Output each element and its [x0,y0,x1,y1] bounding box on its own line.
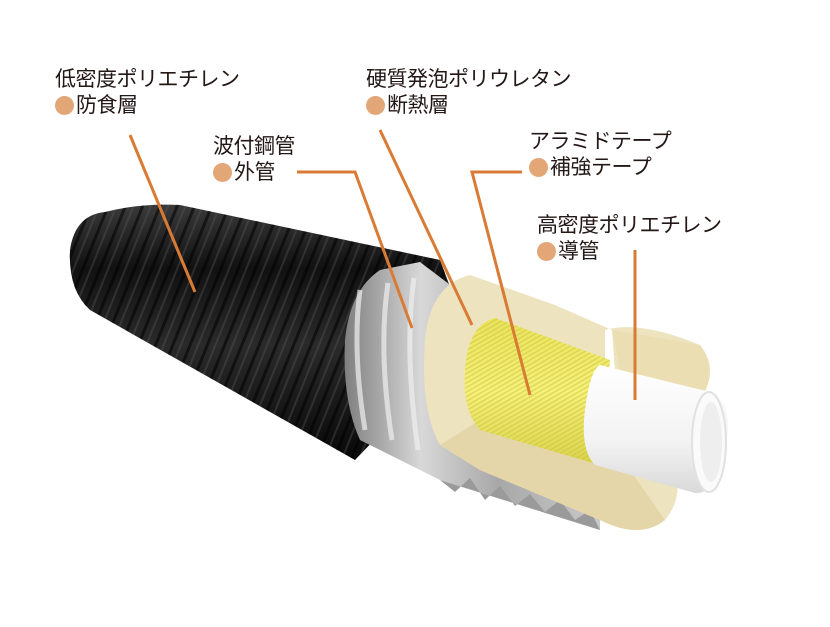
bullet-dot-icon [537,241,556,261]
label-reinforcing-tape: アラミドテープ 補強テープ [529,128,672,180]
layer-role: 防食層 [76,93,138,117]
leader-line-anticorrosion [128,134,197,293]
bullet-dot-icon [213,162,232,182]
leader-line-outer-pipe [297,170,414,329]
carrier-pipe-shape [583,365,728,494]
leader-line-reinforcing-tape [470,170,532,396]
layer-role: 導管 [558,239,600,263]
leader-lines [128,129,637,400]
material-name: 波付鋼管 [213,134,296,158]
layer-role: 補強テープ [550,155,652,179]
bullet-dot-icon [55,95,74,115]
material-name: 高密度ポリエチレン [537,213,722,237]
bullet-dot-icon [366,95,385,115]
label-outer-pipe: 波付鋼管 外管 [213,133,296,185]
material-name: 硬質発泡ポリウレタン [366,67,572,91]
leader-line-insulation [378,129,474,326]
bullet-dot-icon [529,157,548,177]
material-name: 低密度ポリエチレン [55,67,240,91]
material-name: アラミドテープ [529,129,672,153]
label-anticorrosion-layer: 低密度ポリエチレン 防食層 [55,66,240,118]
layer-role: 断熱層 [387,93,449,117]
reinforcing-tape-shape [464,318,610,465]
label-insulation-layer: 硬質発泡ポリウレタン 断熱層 [366,66,572,118]
layer-role: 外管 [234,160,276,184]
label-carrier-pipe: 高密度ポリエチレン 導管 [537,212,722,264]
